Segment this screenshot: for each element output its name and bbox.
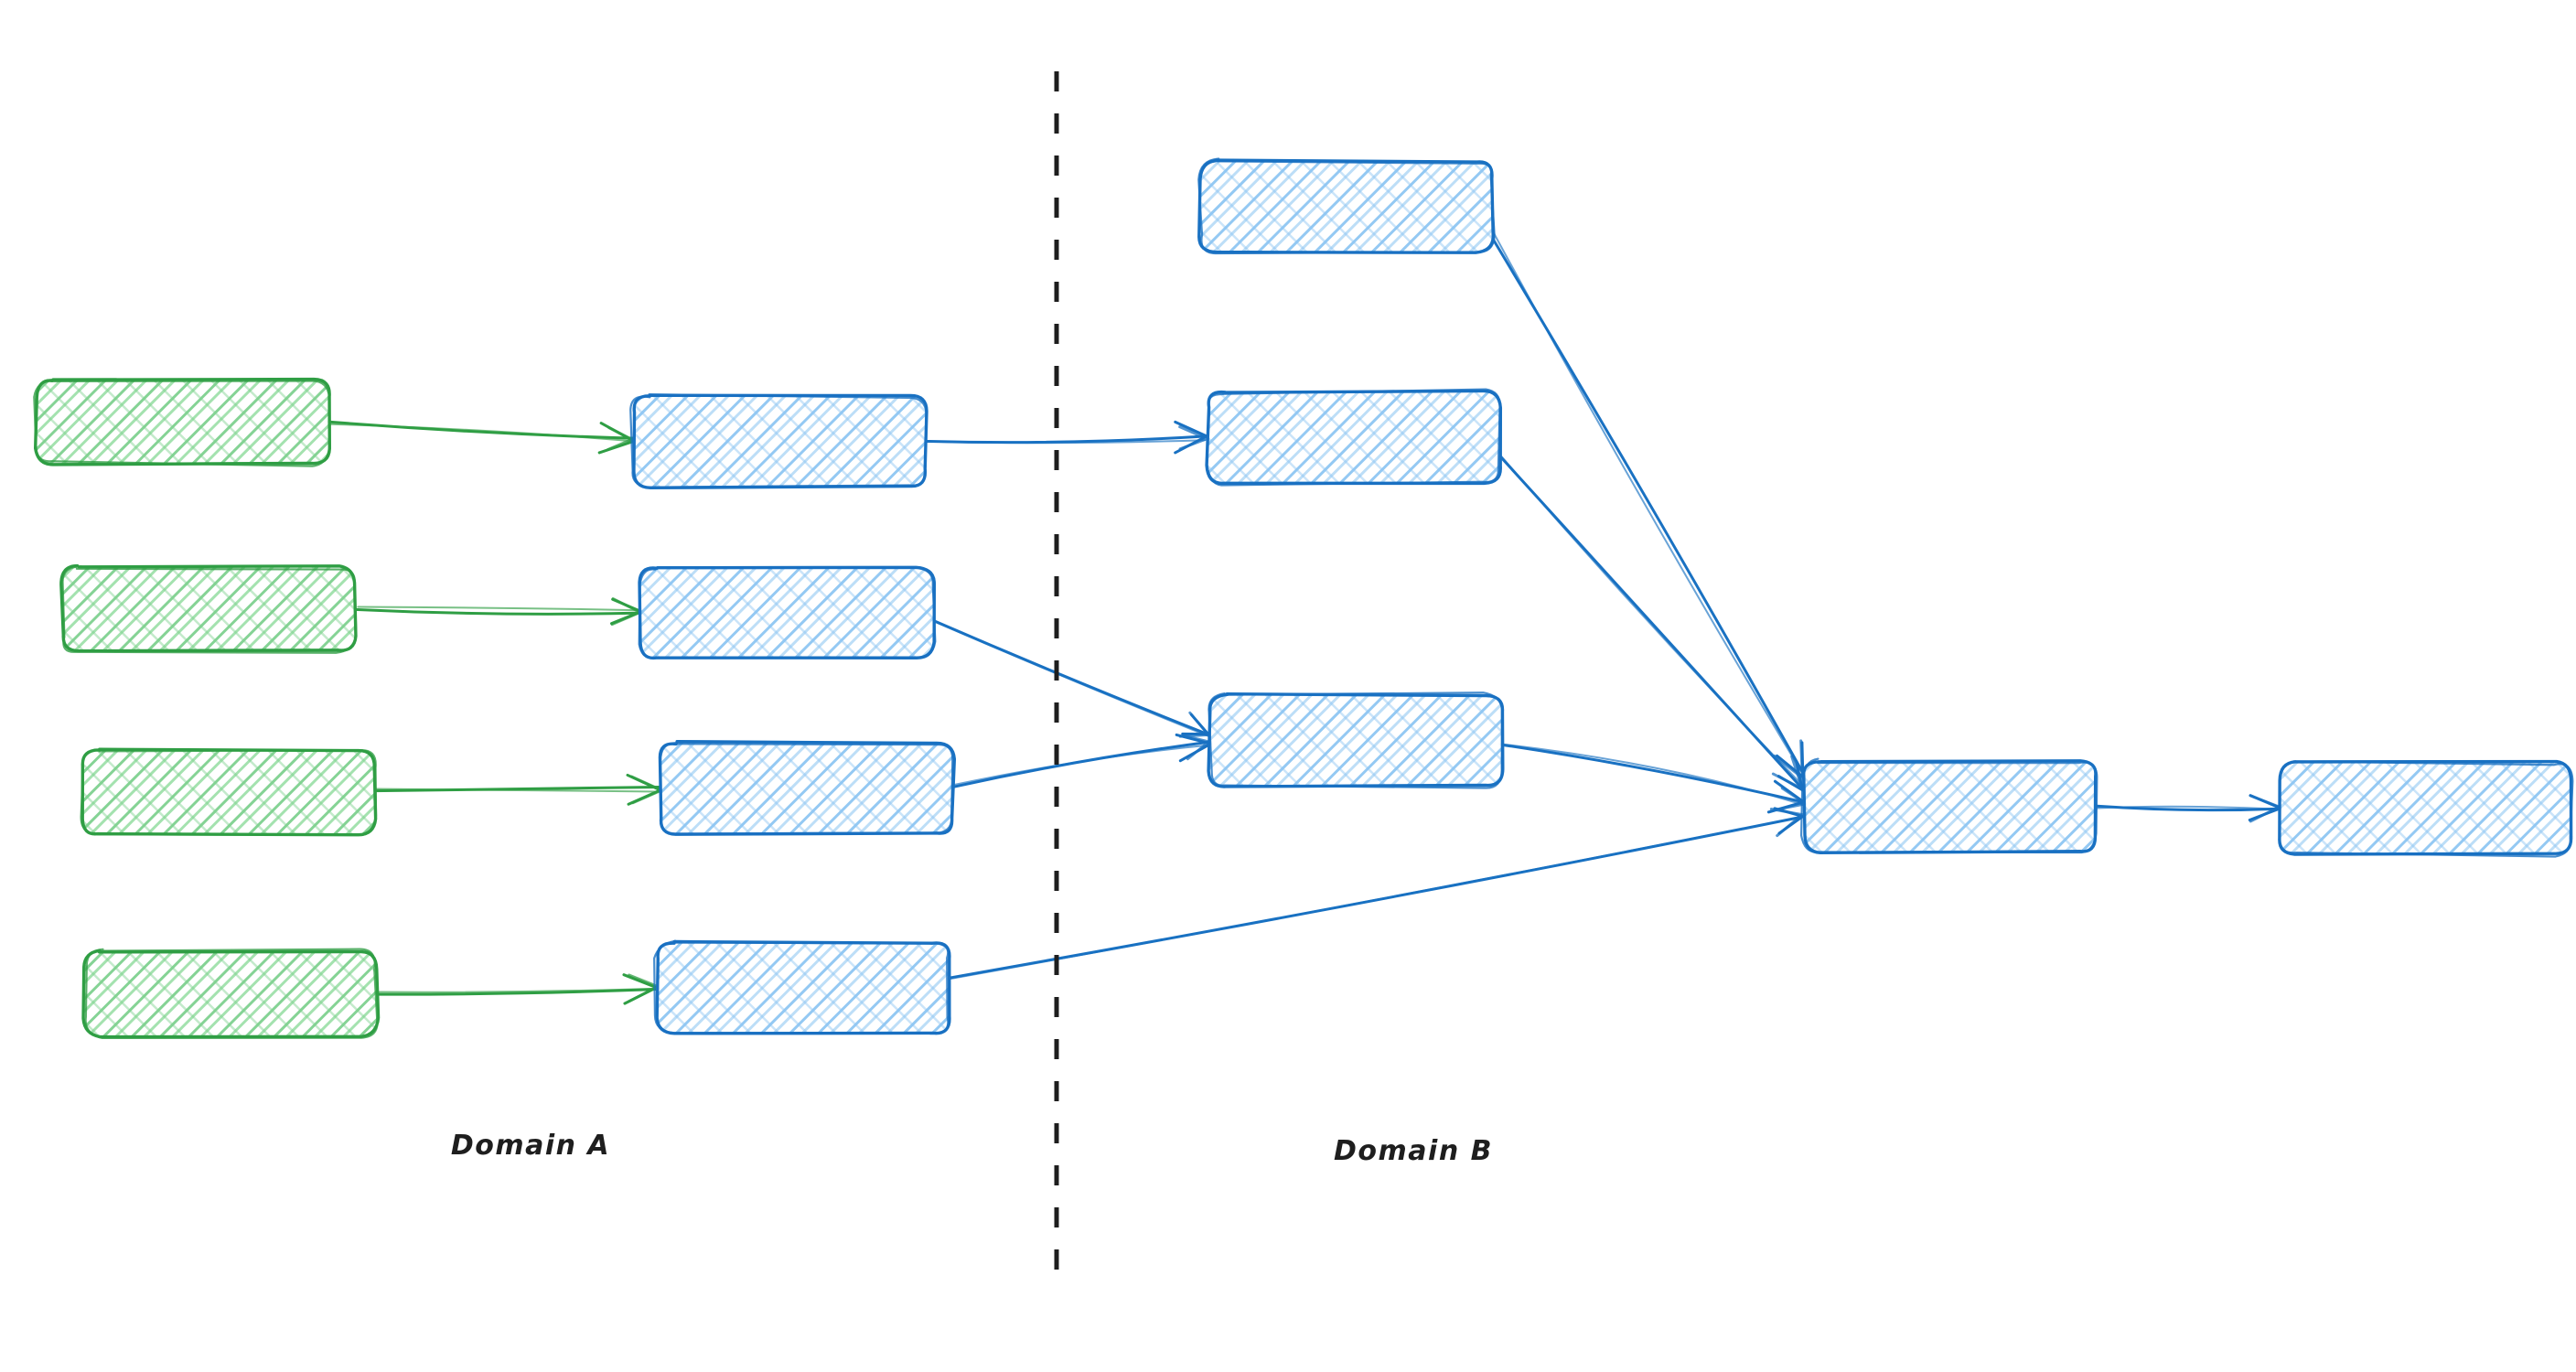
edge-e-a3-b3[interactable]	[950, 733, 1213, 788]
node-outline	[1206, 388, 1501, 487]
edge-e-mrg-fin[interactable]	[2095, 794, 2283, 823]
arrowhead-icon	[626, 773, 663, 806]
edge-line	[375, 988, 660, 996]
node-blue-b2[interactable]	[1205, 388, 1503, 487]
edge-line	[929, 618, 1211, 736]
edge-line	[373, 987, 661, 993]
node-outline	[638, 566, 937, 659]
node-fill	[1200, 161, 1493, 252]
node-outline	[33, 378, 331, 467]
node-blue-b1[interactable]	[1197, 157, 1496, 255]
nodes-layer	[33, 157, 2574, 1040]
node-fill	[1209, 695, 1502, 787]
node-blue-a2[interactable]	[638, 565, 937, 660]
edge-line	[325, 423, 632, 443]
node-fill	[2280, 763, 2572, 854]
edge-line	[1493, 232, 1805, 777]
node-green-2[interactable]	[59, 563, 358, 654]
node-outline	[629, 393, 928, 488]
edge-line	[1499, 743, 1806, 804]
node-blue-b3[interactable]	[1207, 691, 1505, 789]
node-fill	[640, 567, 933, 659]
node-outline	[33, 377, 332, 466]
edge-e-a1-b2[interactable]	[923, 420, 1208, 455]
edge-line	[374, 788, 660, 793]
edge-line	[1490, 235, 1807, 777]
edge-line	[926, 439, 1206, 445]
node-fill	[657, 942, 950, 1034]
edge-line	[353, 607, 644, 616]
node-fill	[660, 743, 953, 834]
edge-e-a2-b3[interactable]	[929, 618, 1213, 739]
node-fill	[1208, 391, 1500, 483]
node-fill	[84, 951, 377, 1035]
edge-e-g3-a3[interactable]	[372, 773, 663, 806]
edge-line	[946, 815, 1805, 981]
node-outline	[84, 948, 379, 1040]
node-blue-a4[interactable]	[653, 939, 951, 1035]
edge-line	[357, 606, 643, 612]
node-outline	[659, 742, 954, 835]
label-domain-a: Domain A	[451, 1130, 610, 1162]
edges-layer	[325, 232, 2283, 1005]
edge-line	[946, 815, 1805, 980]
edge-e-b1-mrg[interactable]	[1490, 232, 1807, 779]
node-outline	[61, 565, 358, 654]
edge-e-g1-a1[interactable]	[325, 420, 636, 455]
edge-line	[2095, 805, 2283, 810]
labels-layer: Domain A Domain B	[451, 1130, 1493, 1167]
node-blue-a1[interactable]	[629, 393, 928, 490]
node-outline	[1197, 157, 1496, 255]
node-fill	[37, 380, 329, 464]
node-outline	[80, 747, 378, 837]
node-green-1[interactable]	[33, 377, 332, 467]
node-fill	[633, 395, 926, 487]
node-blue-final[interactable]	[2278, 759, 2574, 858]
edge-line	[1498, 743, 1804, 806]
node-outline	[1208, 691, 1503, 789]
edge-e-g2-a2[interactable]	[353, 597, 644, 627]
edge-e-g4-a4[interactable]	[373, 973, 661, 1005]
node-outline	[1799, 757, 2098, 854]
node-green-4[interactable]	[81, 948, 381, 1040]
label-domain-b: Domain B	[1334, 1135, 1493, 1167]
edge-line	[1499, 454, 1808, 790]
node-green-3[interactable]	[80, 747, 378, 837]
node-fill	[82, 750, 375, 834]
edge-e-b2-mrg[interactable]	[1497, 454, 1808, 792]
node-outline	[653, 939, 950, 1034]
edge-e-b3-mrg[interactable]	[1498, 743, 1808, 814]
node-outline	[2278, 760, 2574, 858]
edge-line	[950, 744, 1210, 787]
node-blue-merge[interactable]	[1799, 757, 2098, 855]
node-blue-a3[interactable]	[658, 740, 957, 836]
arrowhead-icon	[610, 597, 643, 627]
node-fill	[1804, 761, 2097, 852]
edge-line	[935, 621, 1213, 739]
edge-line	[372, 786, 662, 793]
edge-e-a4-mrg[interactable]	[946, 807, 1805, 981]
node-fill	[62, 567, 355, 651]
